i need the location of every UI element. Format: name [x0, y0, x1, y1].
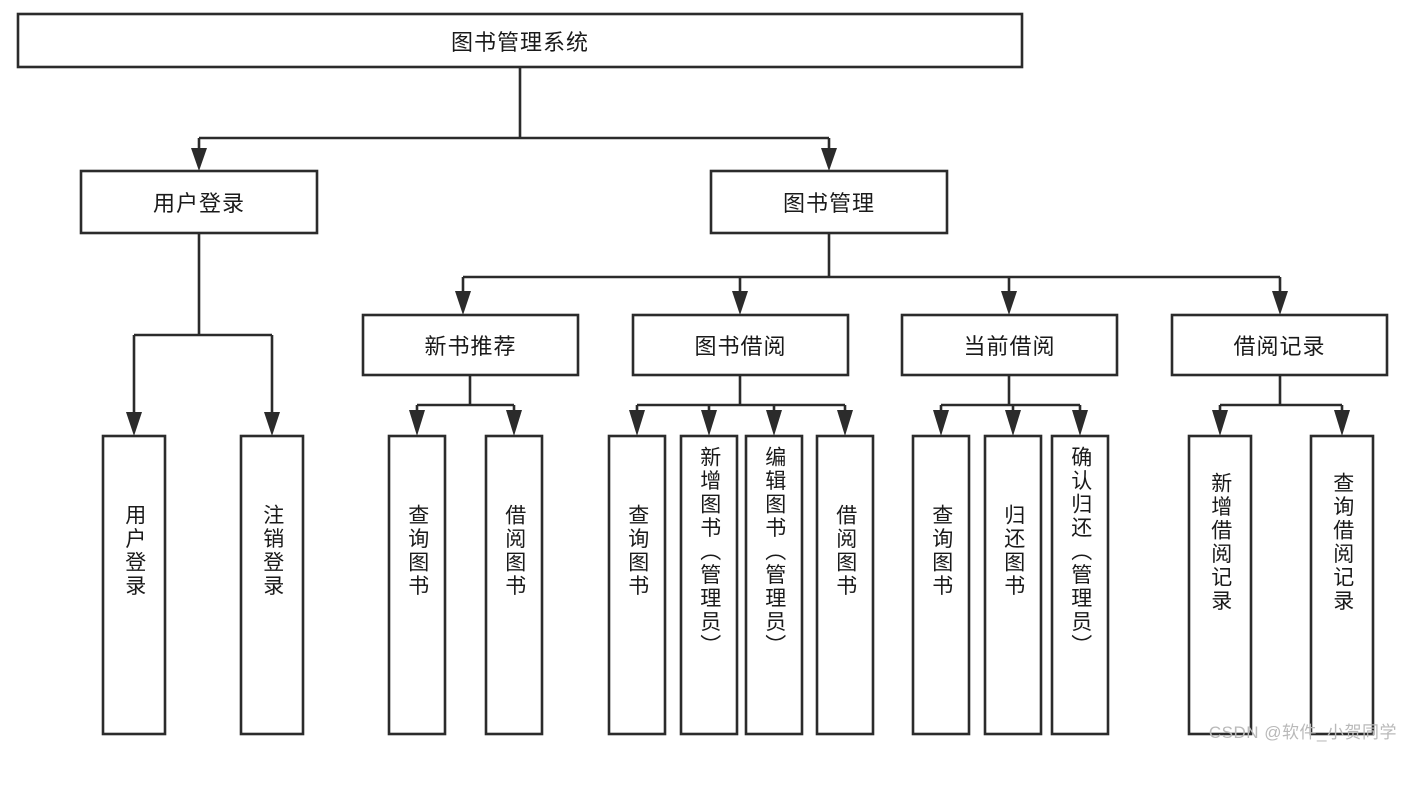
node-leaf-query-book-2[interactable]	[607, 434, 667, 736]
arrow-head-leaf-query-book-3	[933, 410, 949, 436]
node-leaf-return-book[interactable]	[983, 434, 1043, 736]
arrow-head-leaf-query-book-1	[409, 410, 425, 436]
arrow-head-borrow-record	[1272, 291, 1288, 315]
node-user-login[interactable]	[79, 169, 319, 235]
arrow-head-leaf-logout	[264, 412, 280, 436]
arrow-head-book-manage	[821, 148, 837, 171]
flowchart-diagram: 图书管理系统 用户登录 图书管理 新书推荐 图书借阅 当前借阅 借阅记录 用户登…	[16, 12, 1397, 742]
node-borrow-record[interactable]	[1170, 313, 1389, 377]
arrow-head-user-login	[191, 148, 207, 171]
watermark-text: CSDN @软件_小贺同学	[1208, 723, 1397, 742]
node-current-borrow[interactable]	[900, 313, 1119, 377]
node-leaf-user-login[interactable]	[101, 434, 167, 736]
node-new-book-recommend[interactable]	[361, 313, 580, 377]
arrow-head-current-borrow	[1001, 291, 1017, 315]
arrow-head-leaf-confirm-return	[1072, 410, 1088, 436]
arrow-head-book-borrow	[732, 291, 748, 315]
node-leaf-borrow-book-2[interactable]	[815, 434, 875, 736]
arrow-head-leaf-user-login	[126, 412, 142, 436]
node-leaf-query-book-1[interactable]	[387, 434, 447, 736]
arrow-head-leaf-query-record	[1334, 410, 1350, 436]
node-leaf-add-record[interactable]	[1187, 434, 1253, 736]
node-leaf-query-book-3[interactable]	[911, 434, 971, 736]
node-book-manage[interactable]	[709, 169, 949, 235]
node-leaf-borrow-book-1[interactable]	[484, 434, 544, 736]
arrow-head-leaf-add-book	[701, 410, 717, 436]
node-leaf-query-record[interactable]	[1309, 434, 1375, 736]
node-leaf-logout[interactable]	[239, 434, 305, 736]
arrow-head-leaf-borrow-book-1	[506, 410, 522, 436]
connector-layer	[126, 67, 1350, 436]
tree-svg-canvas	[16, 12, 1389, 736]
arrow-head-leaf-query-book-2	[629, 410, 645, 436]
arrow-head-leaf-add-record	[1212, 410, 1228, 436]
node-leaf-confirm-return[interactable]	[1050, 434, 1110, 736]
arrow-head-leaf-borrow-book-2	[837, 410, 853, 436]
arrow-head-leaf-edit-book	[766, 410, 782, 436]
node-box-layer	[16, 12, 1389, 736]
node-leaf-edit-book[interactable]	[744, 434, 804, 736]
node-book-borrow[interactable]	[631, 313, 850, 377]
arrow-head-leaf-return-book	[1005, 410, 1021, 436]
arrow-head-new-book-recommend	[455, 291, 471, 315]
node-leaf-add-book[interactable]	[679, 434, 739, 736]
node-root[interactable]	[16, 12, 1024, 69]
